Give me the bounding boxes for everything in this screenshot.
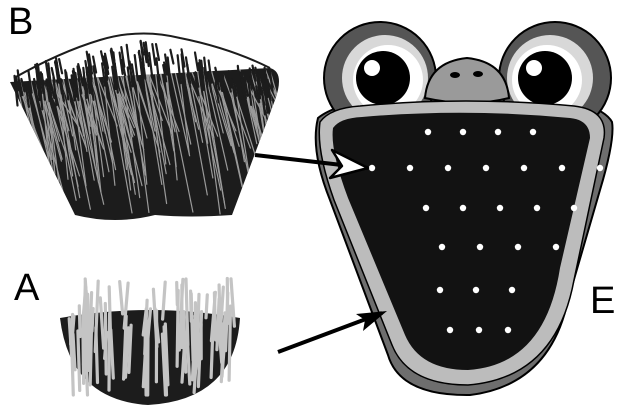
mouth-dot xyxy=(460,205,466,211)
mouth-dot xyxy=(407,165,413,171)
mouth-dot xyxy=(495,129,501,135)
bristle-cluster-icon xyxy=(60,279,240,406)
label-a: A xyxy=(14,267,40,309)
mouth-dot xyxy=(476,327,482,333)
bristle-tip xyxy=(152,44,155,65)
mouth-dot xyxy=(559,165,565,171)
bristle-tip xyxy=(59,59,62,73)
feathered-cluster-icon xyxy=(10,33,293,220)
tuft-bristle xyxy=(229,306,230,380)
mouth-dot xyxy=(473,287,479,293)
tuft-bristle xyxy=(109,314,110,391)
mouth-dot xyxy=(571,205,577,211)
bristle-tip xyxy=(127,45,130,69)
tuft-bristle xyxy=(90,309,92,385)
arrow-icon xyxy=(278,311,387,352)
nose-icon xyxy=(425,58,509,103)
tuft-bristle xyxy=(214,293,215,340)
mouth-dot xyxy=(530,129,536,135)
tuft-bristle xyxy=(186,279,188,345)
mouth-dot xyxy=(425,129,431,135)
bristle-tip xyxy=(195,53,198,71)
bristle-tip xyxy=(52,68,55,82)
mouth-dot xyxy=(423,205,429,211)
mouth-dot xyxy=(447,327,453,333)
mouth-dot xyxy=(521,165,527,171)
tuft-bristle xyxy=(226,293,228,351)
tuft-bristle xyxy=(79,306,80,337)
bristle-stroke xyxy=(268,85,293,134)
mouth-dot xyxy=(497,205,503,211)
mouth-dot xyxy=(439,244,445,250)
tuft-bristle xyxy=(206,295,207,318)
tuft-bristle xyxy=(78,331,80,390)
tuft-bristle xyxy=(88,294,89,370)
mouth-dot xyxy=(553,244,559,250)
mouth-dot xyxy=(597,165,603,171)
mouth-dot xyxy=(445,165,451,171)
mouth-dot xyxy=(437,287,443,293)
bristle-stroke xyxy=(262,91,288,202)
mouth-dot xyxy=(369,165,375,171)
mouth-dot xyxy=(460,129,466,135)
label-b: B xyxy=(8,1,33,43)
mouth-dot xyxy=(505,327,511,333)
mouth-dot xyxy=(534,205,540,211)
tuft-bristle xyxy=(177,291,178,367)
frog-head-icon xyxy=(316,22,613,395)
mouth-dot xyxy=(483,165,489,171)
mouth-dot xyxy=(509,287,515,293)
mouth-dot xyxy=(477,244,483,250)
tuft-bristle xyxy=(191,291,192,321)
mouth-dot xyxy=(515,244,521,250)
bristle-tip xyxy=(170,50,173,64)
label-e: E xyxy=(590,280,615,322)
tuft-bristle xyxy=(120,282,123,314)
tuft-bristle xyxy=(105,333,107,359)
